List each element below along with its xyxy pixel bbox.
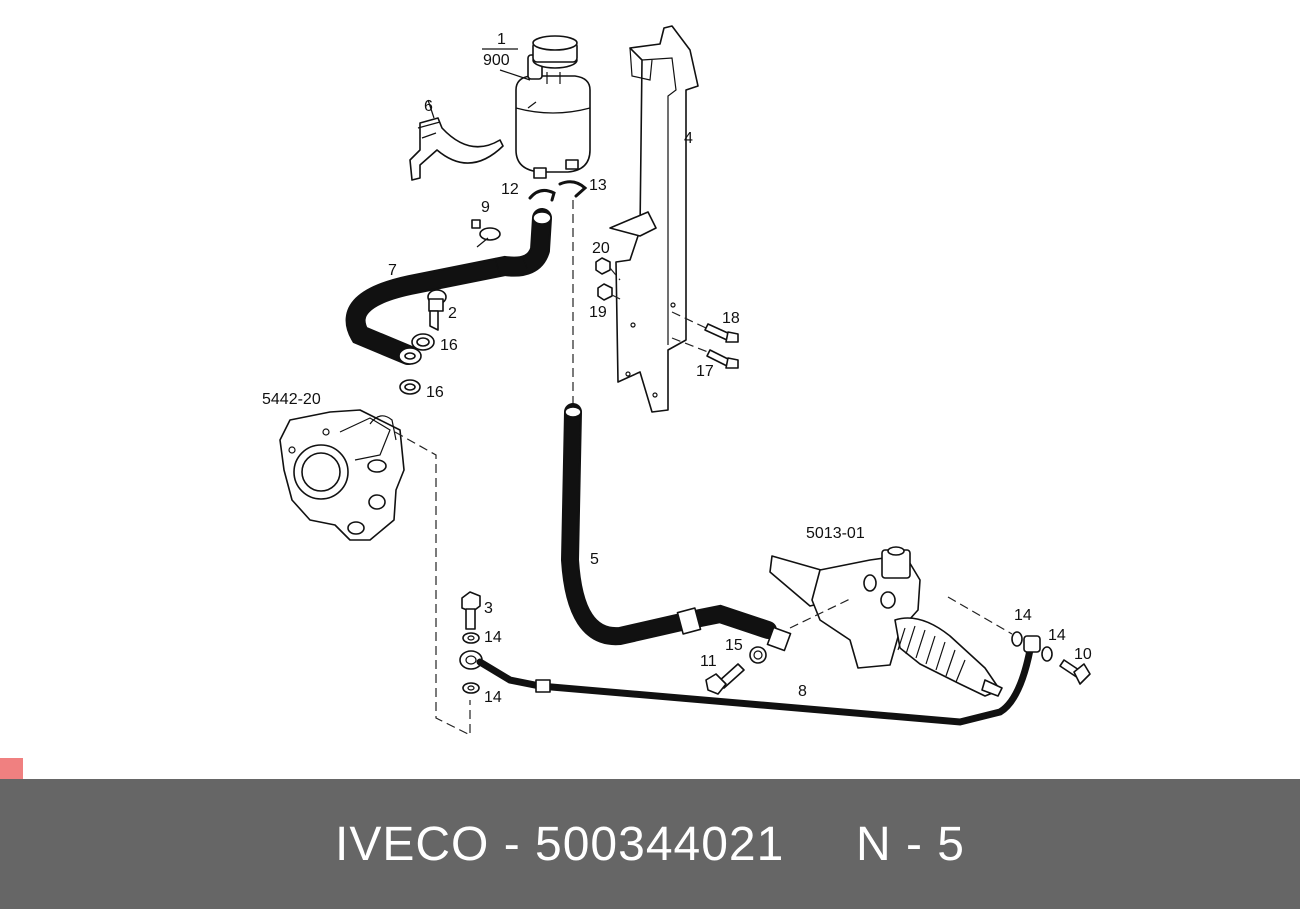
label-16a: 16 <box>440 337 458 354</box>
washer-14b <box>462 682 480 694</box>
label-10: 10 <box>1074 646 1092 663</box>
return-hose-7 <box>345 208 552 365</box>
label-15: 15 <box>725 637 743 654</box>
bolt-17 <box>706 349 739 369</box>
washer-16b <box>399 379 421 395</box>
pressure-hose-5 <box>560 403 792 652</box>
label-14b: 14 <box>484 689 502 706</box>
nut-19 <box>597 283 613 301</box>
footer-ref: N - 5 <box>855 817 965 871</box>
banjo-bolt-2 <box>427 289 447 331</box>
footer-bar: IVECO - 500344021 N - 5 <box>0 779 1300 909</box>
label-5013-01: 5013-01 <box>806 525 865 542</box>
hose-clamp-9 <box>471 219 501 241</box>
bolt-18 <box>704 323 739 343</box>
label-5442-20: 5442-20 <box>262 391 321 408</box>
label-17: 17 <box>696 363 714 380</box>
pressure-line-8 <box>476 646 1034 726</box>
label-19: 19 <box>589 304 607 321</box>
clip-13 <box>558 180 588 198</box>
bolt-3 <box>461 591 481 630</box>
footer-part-number: 500344021 <box>535 817 785 871</box>
label-7: 7 <box>388 262 397 279</box>
label-12: 12 <box>501 181 519 198</box>
nut-20 <box>595 257 611 275</box>
clamp-bracket <box>409 117 504 181</box>
washer-14d <box>1041 646 1053 662</box>
label-2: 2 <box>448 305 457 322</box>
label-6: 6 <box>424 98 433 115</box>
fitting-right <box>1023 635 1041 653</box>
bolt-11 <box>705 663 745 695</box>
label-16b: 16 <box>426 384 444 401</box>
footer-gap <box>784 817 856 872</box>
washer-14a <box>462 632 480 644</box>
reservoir <box>499 35 591 179</box>
label-11: 11 <box>700 653 717 670</box>
label-9: 9 <box>481 199 490 216</box>
label-14c: 14 <box>1014 607 1032 624</box>
washer-16a <box>411 333 435 351</box>
footer-brand: IVECO <box>335 817 490 871</box>
label-1: 1 <box>497 31 506 48</box>
steering-gear <box>769 546 1003 697</box>
label-3: 3 <box>484 600 493 617</box>
label-18: 18 <box>722 310 740 327</box>
label-14d: 14 <box>1048 627 1066 644</box>
bolt-10 <box>1059 659 1091 685</box>
label-1-denominator: 900 <box>483 52 510 69</box>
label-8: 8 <box>798 683 807 700</box>
label-20: 20 <box>592 240 610 257</box>
power-steering-pump <box>279 409 405 541</box>
label-5: 5 <box>590 551 599 568</box>
banjo-fitting-8 <box>459 650 483 670</box>
label-4: 4 <box>684 130 693 147</box>
footer-separator: - <box>489 817 536 871</box>
washer-14c <box>1011 631 1023 647</box>
corner-marker <box>0 758 23 779</box>
support-bracket <box>609 25 699 413</box>
washer-15 <box>749 646 767 664</box>
label-13: 13 <box>589 177 607 194</box>
label-14a: 14 <box>484 629 502 646</box>
clip-12 <box>528 188 556 202</box>
footer-caption: IVECO - 500344021 N - 5 <box>335 817 965 872</box>
eye-fitting <box>398 347 422 365</box>
exploded-parts-diagram: 1 900 6 4 12 13 9 20 7 2 19 18 16 17 16 … <box>262 25 1092 736</box>
